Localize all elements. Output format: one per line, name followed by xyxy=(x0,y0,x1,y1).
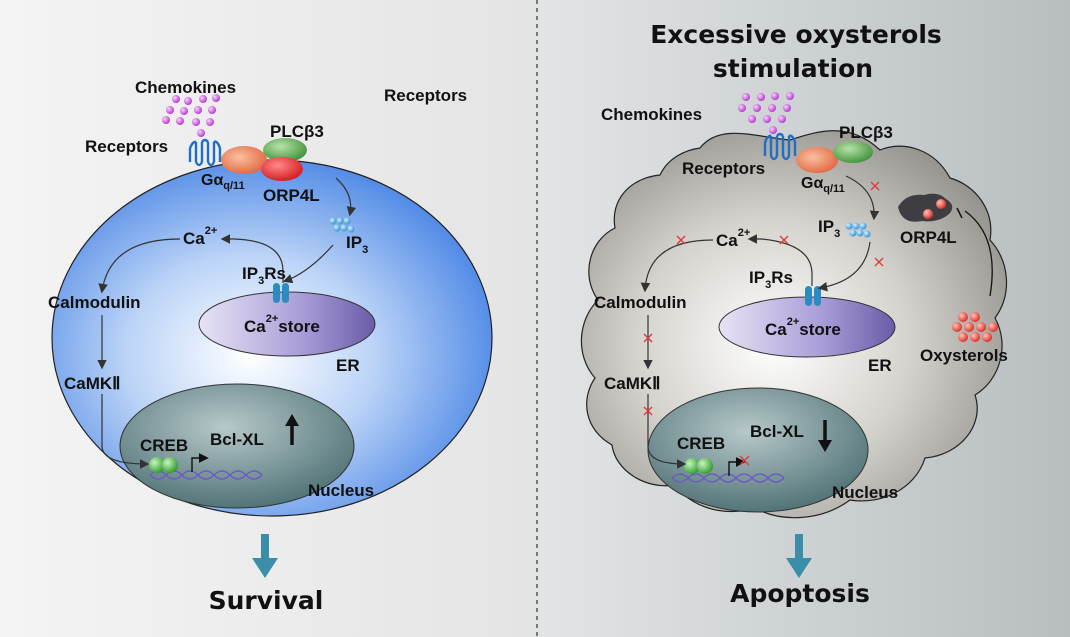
orp4l-label: ORP4L xyxy=(263,186,320,205)
down-arrow-head xyxy=(818,440,832,452)
plc-beta3-protein xyxy=(263,138,307,162)
ip3r-channel xyxy=(273,283,289,303)
apoptosis-label: Apoptosis xyxy=(730,579,870,608)
inhibit-bar xyxy=(956,207,963,219)
title-line2: stimulation xyxy=(713,54,873,83)
survival-label: Survival xyxy=(209,586,324,615)
chemokines-label: Chemokines xyxy=(601,105,702,124)
bclxl-label: Bcl-XL xyxy=(750,422,804,441)
title-line1: Excessive oxysterols xyxy=(650,20,942,49)
creb-label: CREB xyxy=(140,436,188,455)
pathway-arrows xyxy=(640,175,880,469)
creb-ball xyxy=(162,457,178,473)
creb-ball xyxy=(697,458,713,474)
receptors-top-label: Receptors xyxy=(384,86,467,105)
calmodulin-label: Calmodulin xyxy=(48,293,141,312)
orp4l-protein xyxy=(261,157,303,181)
calmodulin-label: Calmodulin xyxy=(594,293,687,312)
camk-label: CaMKⅡ xyxy=(604,374,661,393)
orp4l-label: ORP4L xyxy=(900,228,957,247)
camk-label: CaMKⅡ xyxy=(64,374,121,393)
chemokine-balls xyxy=(738,92,794,134)
inhibit-line xyxy=(964,210,993,297)
chemokine-balls xyxy=(162,94,220,137)
outcome-arrow-shaft xyxy=(261,534,269,562)
orp4l-bound-icon xyxy=(898,193,953,222)
creb-label: CREB xyxy=(677,434,725,453)
g-alpha-label: Gαq/11 xyxy=(801,175,845,195)
plc-label: PLCβ3 xyxy=(270,122,324,141)
bclxl-label: Bcl-XL xyxy=(210,430,264,449)
outcome-arrow-shaft xyxy=(795,534,803,562)
g-alpha-protein xyxy=(796,147,838,173)
ca-store-label: Ca2+store xyxy=(244,313,320,336)
ip3-label: IP3 xyxy=(346,233,368,256)
er-label: ER xyxy=(336,356,360,375)
chemokines-label: Chemokines xyxy=(135,78,236,97)
ca-label: Ca2+ xyxy=(183,225,217,248)
pathway-arrows xyxy=(97,177,357,469)
left-panel: Chemokines Receptors Receptors PLCβ3 Gαq… xyxy=(48,78,493,615)
right-panel: Excessive oxysterols stimulation xyxy=(580,20,1008,608)
receptors-label: Receptors xyxy=(85,137,168,156)
plc-label: PLCβ3 xyxy=(839,123,893,142)
receptor-icon xyxy=(763,132,797,161)
g-alpha-protein xyxy=(221,146,267,174)
oxysterols-label: Oxysterols xyxy=(920,346,1008,365)
outcome-arrow-head xyxy=(786,558,812,578)
ip3-label: IP3 xyxy=(818,217,840,240)
ip3rs-label: IP3Rs xyxy=(242,264,286,287)
dna-strand xyxy=(671,473,785,483)
g-alpha-label: Gαq/11 xyxy=(201,172,245,192)
nucleus-label: Nucleus xyxy=(832,483,898,502)
transcription-arrow xyxy=(728,457,746,476)
outcome-arrow-head xyxy=(252,558,278,578)
up-arrow-head xyxy=(285,414,299,426)
ip3-molecules xyxy=(845,222,871,238)
ip3rs-label: IP3Rs xyxy=(749,268,793,291)
transcription-arrow xyxy=(191,453,209,472)
er-label: ER xyxy=(868,356,892,375)
inhibition-marks xyxy=(643,181,884,466)
ca-store-label: Ca2+store xyxy=(765,316,841,339)
creb-ball xyxy=(149,457,165,473)
dna-strand xyxy=(149,470,263,480)
oxysterol-balls xyxy=(952,312,998,342)
creb-ball xyxy=(684,458,700,474)
ca-label: Ca2+ xyxy=(716,227,750,250)
nucleus-label: Nucleus xyxy=(308,481,374,500)
receptors-label: Receptors xyxy=(682,159,765,178)
plc-beta3-protein xyxy=(833,141,873,163)
ip3-molecules xyxy=(329,217,355,233)
receptor-icon xyxy=(188,138,222,167)
